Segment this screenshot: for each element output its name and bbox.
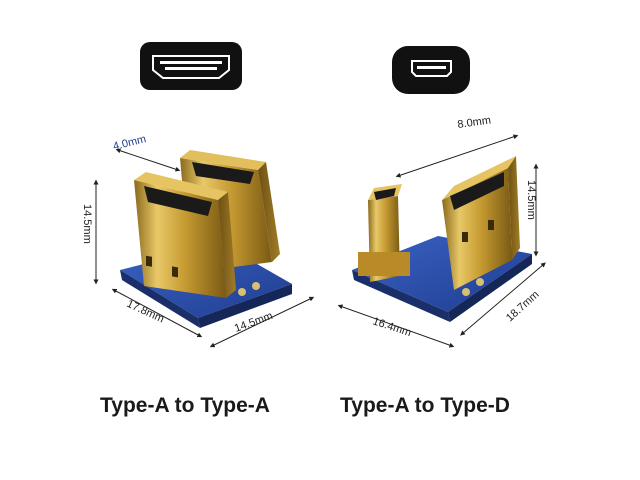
dim-right-gap: 8.0mm: [457, 114, 492, 131]
micro-hdmi-type-d-port-icon: [392, 46, 470, 94]
right-dimensions: [337, 134, 546, 348]
dim-left-height: 14.5mm: [81, 204, 93, 244]
micro-connector-base: [358, 252, 410, 276]
dim-right-height: 14.5mm: [525, 180, 537, 220]
left-dimensions: [93, 148, 315, 348]
type-a-to-type-a-adapter: [120, 150, 292, 328]
caption-type-a-to-type-d: Type-A to Type-D: [340, 394, 510, 417]
dim-left-gap: 4.0mm: [112, 133, 148, 153]
hdmi-type-a-port-icon: [140, 42, 242, 90]
dim-right-depth: 18.7mm: [504, 289, 542, 325]
caption-type-a-to-type-a: Type-A to Type-A: [100, 394, 270, 417]
dim-left-depth: 14.5mm: [233, 310, 274, 335]
dim-right-width: 16.4mm: [371, 315, 413, 339]
